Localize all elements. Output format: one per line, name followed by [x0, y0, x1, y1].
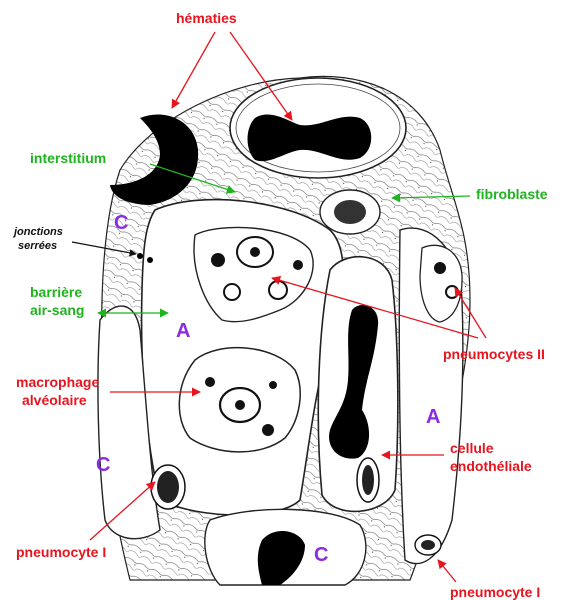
- fibroblast: [320, 190, 380, 234]
- label-macrophage-line1: macrophage: [16, 374, 99, 390]
- label-pneumocyte-i-right: pneumocyte I: [450, 584, 540, 600]
- label-hematies: hématies: [176, 10, 237, 26]
- region-letter-alveolus-center: A: [176, 320, 190, 343]
- label-fibroblaste: fibroblaste: [476, 186, 548, 202]
- region-letter-alveolus-right: A: [426, 406, 440, 429]
- endothelial-cell: [357, 458, 379, 502]
- label-cellule-line2: endothéliale: [450, 458, 532, 474]
- label-interstitium: interstitium: [30, 150, 106, 166]
- label-jonctions-line1: jonctions: [14, 226, 63, 239]
- label-macrophage-line2: alvéolaire: [22, 392, 87, 408]
- label-barriere-line2: air-sang: [30, 302, 84, 318]
- label-jonctions-line2: serrées: [18, 240, 57, 253]
- label-cellule-line1: cellule: [450, 440, 494, 456]
- label-pneumocytes-ii: pneumocytes II: [443, 346, 545, 362]
- label-barriere-line1: barrière: [30, 284, 82, 300]
- region-letter-capillary-top: C: [114, 212, 128, 235]
- pneumocyte-i-right: [415, 535, 441, 555]
- alveolar-macrophage: [179, 348, 300, 452]
- pneumocyte-i-left: [151, 465, 185, 509]
- region-letter-capillary-bottom: C: [314, 544, 328, 567]
- label-pneumocyte-i-left: pneumocyte I: [16, 544, 106, 560]
- region-letter-capillary-left: C: [96, 454, 110, 477]
